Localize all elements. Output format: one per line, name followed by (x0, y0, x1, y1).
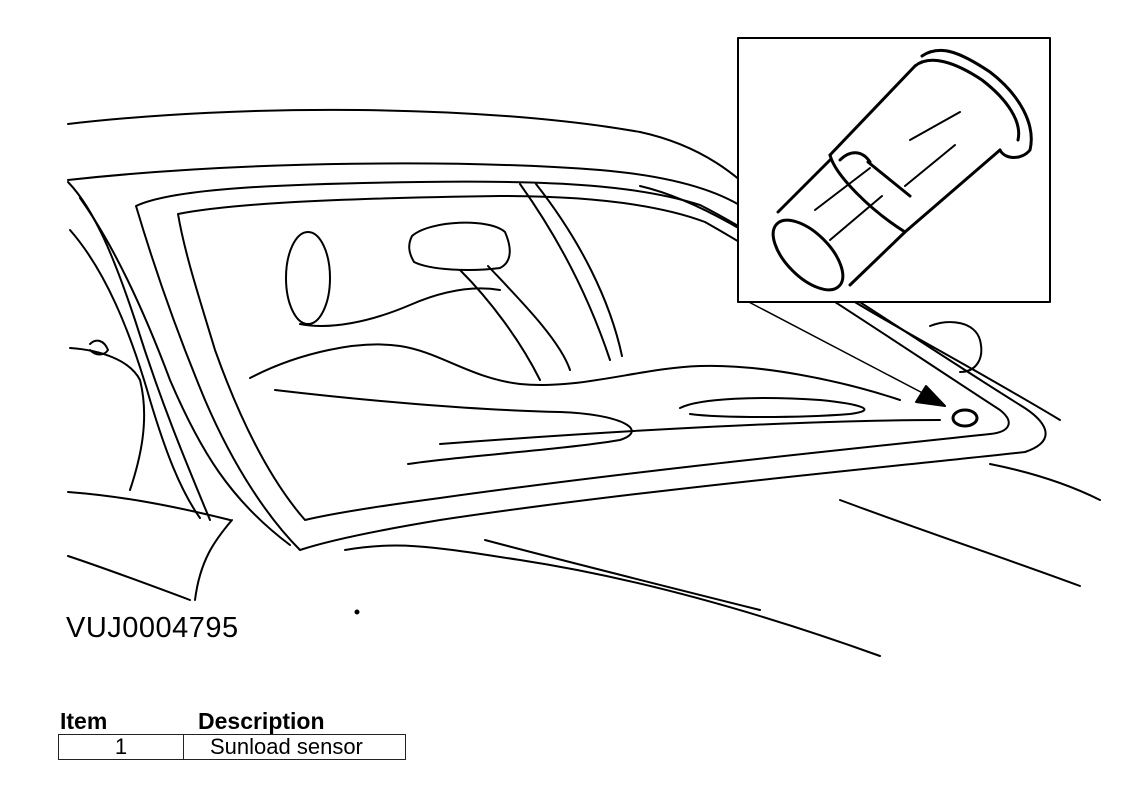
roof-line (67, 108, 771, 211)
interior-left-curve (69, 347, 146, 491)
legend-table: Item Description 1 Sunload sensor (58, 706, 406, 760)
hood-line-4 (989, 463, 1101, 501)
a-pillar-edge (79, 197, 291, 546)
pointer-arrowhead (915, 385, 946, 407)
headrest-right (408, 221, 511, 271)
headrest-left (285, 231, 331, 325)
fender-curve (194, 519, 233, 601)
windshield-glass (177, 195, 1010, 521)
seat-back-right (459, 265, 571, 381)
sunload-sensor-marker (951, 408, 979, 428)
legend-header: Item Description (58, 706, 406, 734)
legend-item-number: 1 (58, 734, 184, 760)
pointer-line (744, 299, 937, 401)
legend-rows: 1 Sunload sensor (58, 734, 406, 760)
dashboard-edge (439, 419, 941, 445)
windshield-outer-frame (135, 180, 1047, 551)
dashboard-top (249, 343, 901, 401)
sensor-inset-frame (737, 37, 1051, 303)
table-row: 1 Sunload sensor (58, 734, 406, 760)
vehicle-windshield-illustration (67, 37, 1101, 657)
b-pillar (519, 183, 623, 361)
interior-left-detail (89, 339, 109, 356)
door-left-line (67, 491, 231, 521)
dashboard-mid (274, 389, 633, 465)
roof-inner-line (67, 162, 751, 213)
seat-back-left (299, 287, 501, 327)
hood-line-1 (344, 544, 881, 657)
legend-header-description: Description (198, 708, 325, 734)
dashboard-vent (679, 397, 866, 418)
lower-left-line (67, 555, 191, 601)
hood-line-2 (484, 539, 761, 611)
a-pillar-left-inner (69, 229, 201, 519)
legend-header-item: Item (60, 708, 108, 734)
figure-reference-code: VUJ0004795 (66, 612, 239, 644)
artifact-dot (354, 609, 360, 615)
sensor-closeup-drawing (771, 48, 1033, 292)
legend-item-description: Sunload sensor (183, 734, 406, 760)
hood-line-3 (839, 499, 1081, 587)
